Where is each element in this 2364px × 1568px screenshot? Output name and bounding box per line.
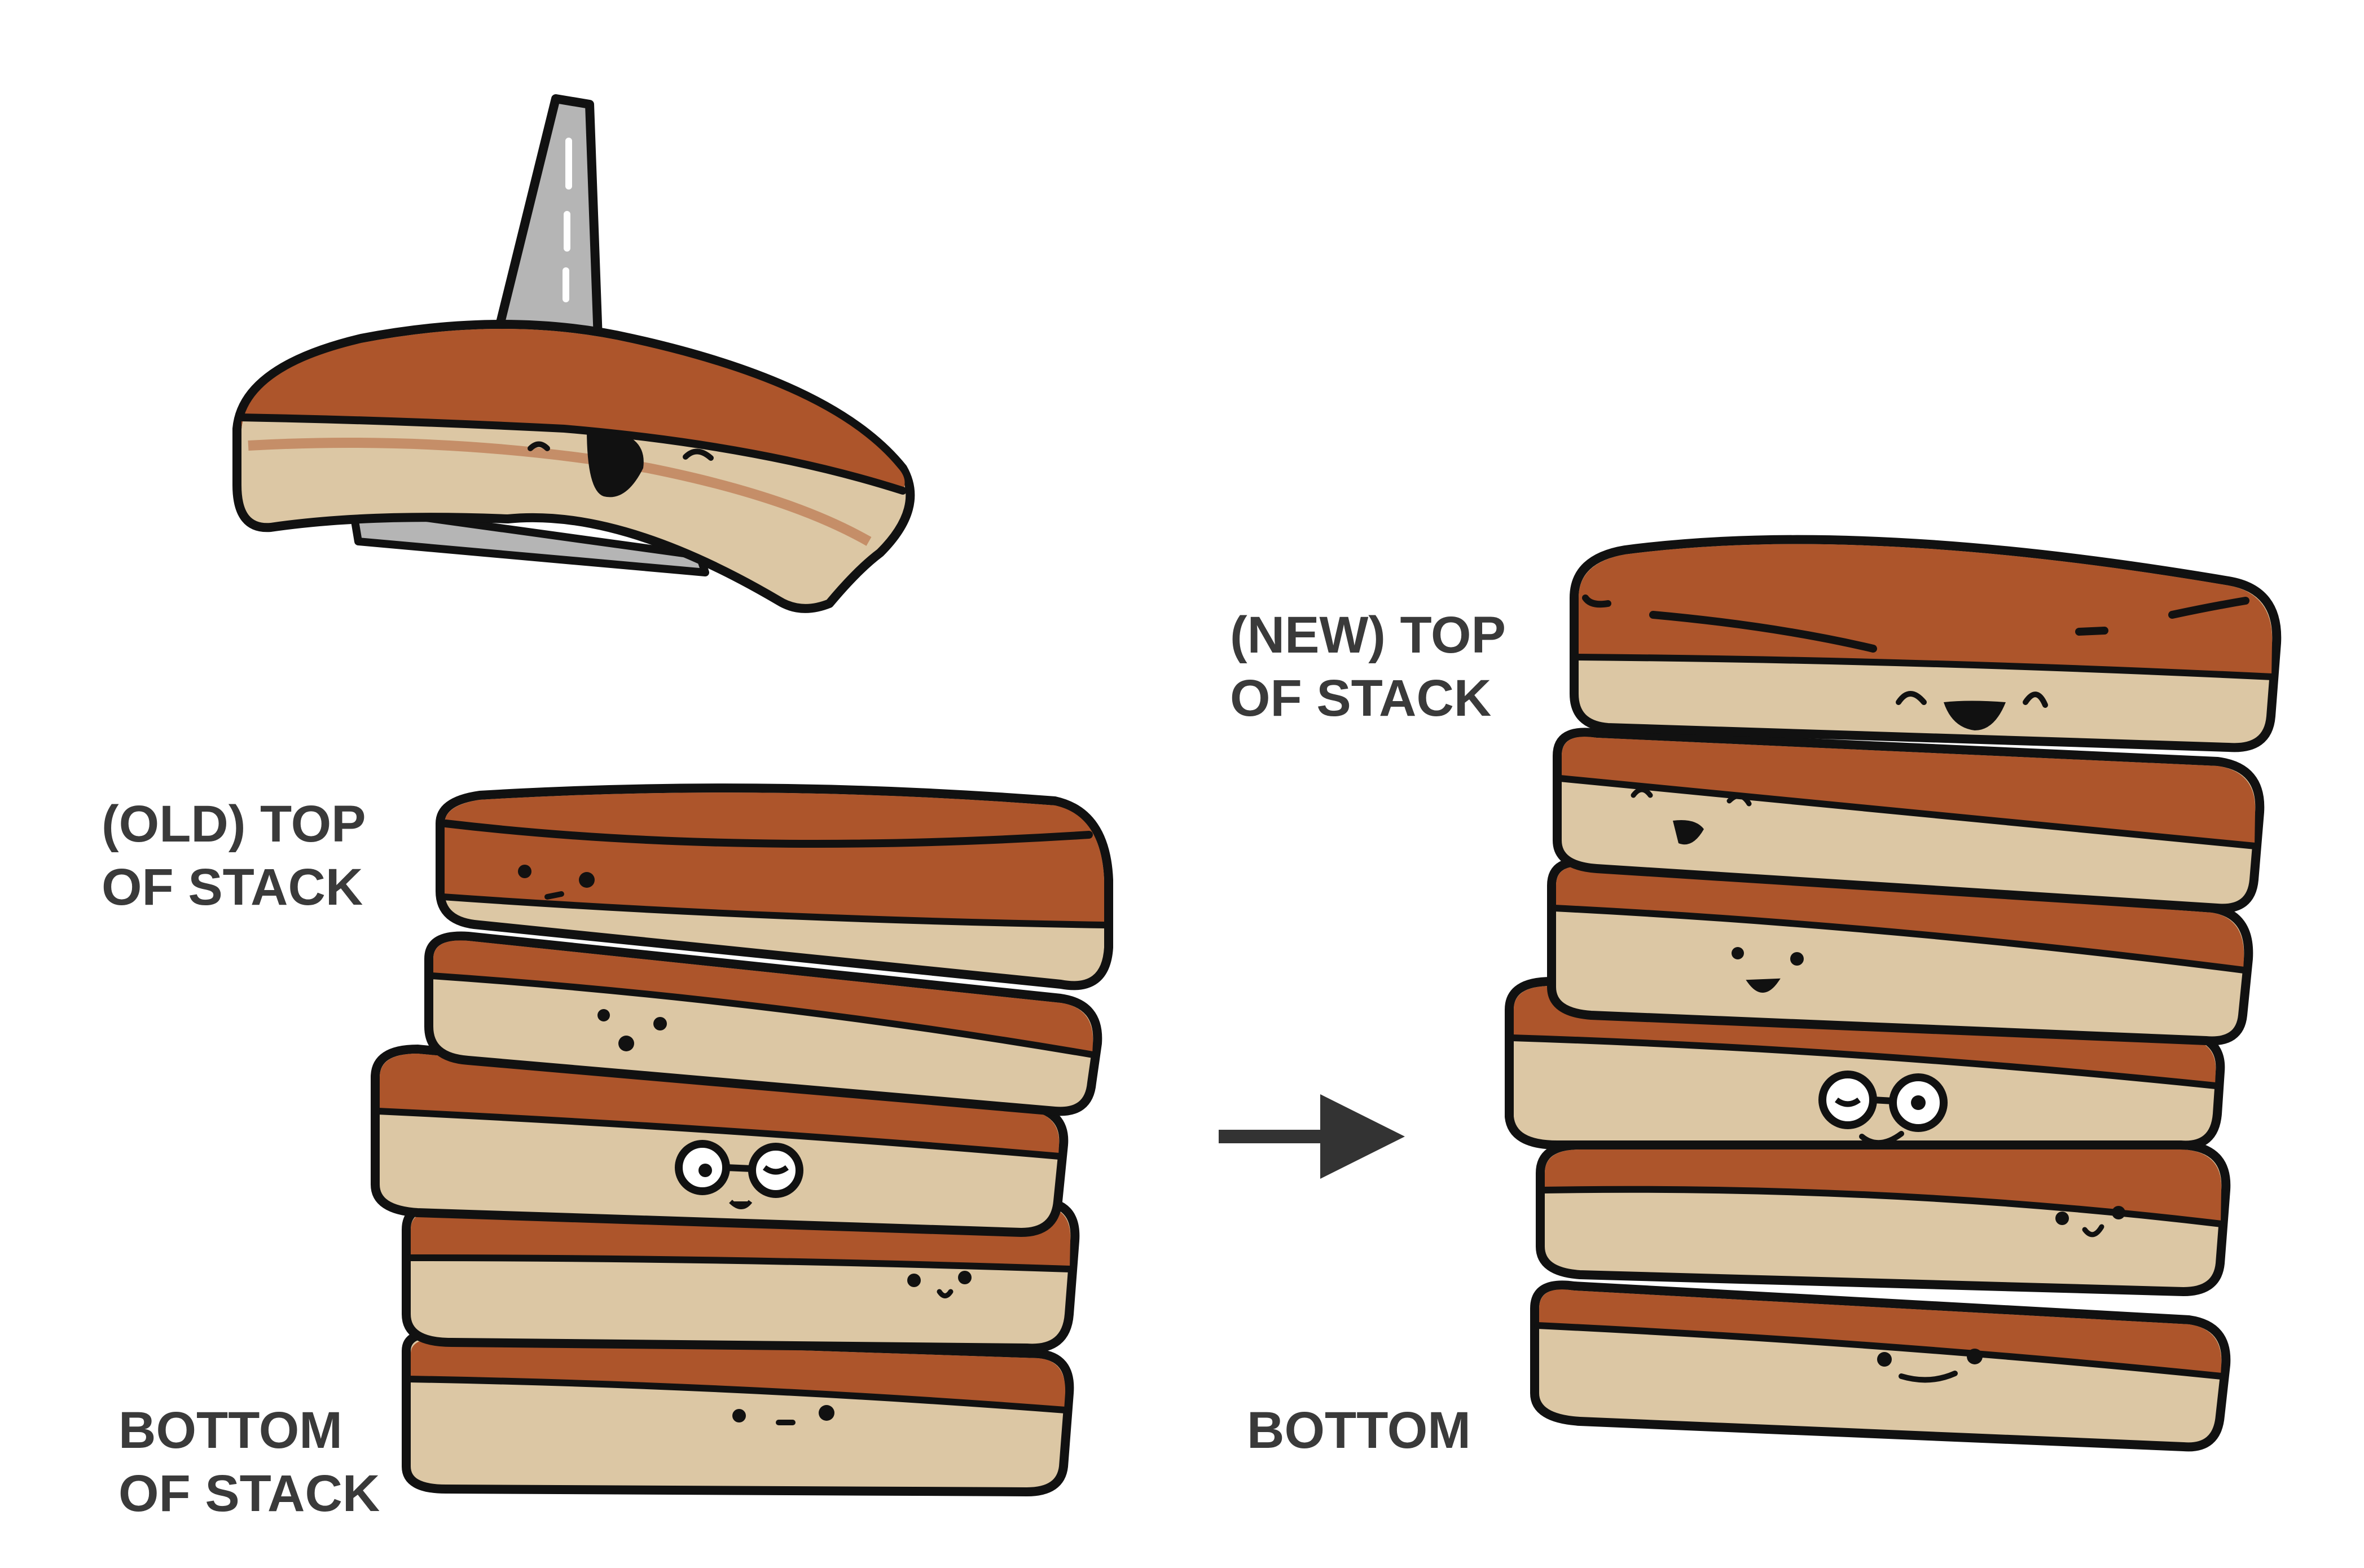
bottom-right-label: BOTTOM <box>1247 1402 1471 1459</box>
left-stack <box>371 783 1113 1496</box>
pancake-icon <box>1553 728 2265 913</box>
pancake-icon <box>436 783 1113 990</box>
new-top-label-line2: OF STACK <box>1230 670 1492 727</box>
right-stack <box>1505 535 2282 1452</box>
pancake-icon <box>424 931 1102 1116</box>
arrow-right-icon <box>1219 1094 1405 1179</box>
bottom-of-stack-label: BOTTOM OF STACK <box>118 1399 380 1525</box>
new-top-label-line1: (NEW) TOP <box>1230 606 1506 664</box>
pancake-icon <box>1536 1140 2231 1296</box>
bottom-left-label-line2: OF STACK <box>118 1465 380 1522</box>
old-top-label-line1: (OLD) TOP <box>102 795 366 853</box>
old-top-label-line2: OF STACK <box>102 858 363 916</box>
spatula-icon <box>349 94 709 576</box>
pancake-icon <box>1570 535 2282 752</box>
new-top-of-stack-label: (NEW) TOP OF STACK <box>1230 604 1506 730</box>
old-top-of-stack-label: (OLD) TOP OF STACK <box>102 792 366 919</box>
bottom-left-label-line1: BOTTOM <box>118 1402 342 1459</box>
pancake-icon <box>1530 1280 2231 1452</box>
flipping-pancake <box>232 320 915 613</box>
pancake-icon <box>402 1329 1074 1496</box>
bottom-label: BOTTOM <box>1247 1399 1471 1462</box>
pancake-icon <box>1547 857 2253 1046</box>
